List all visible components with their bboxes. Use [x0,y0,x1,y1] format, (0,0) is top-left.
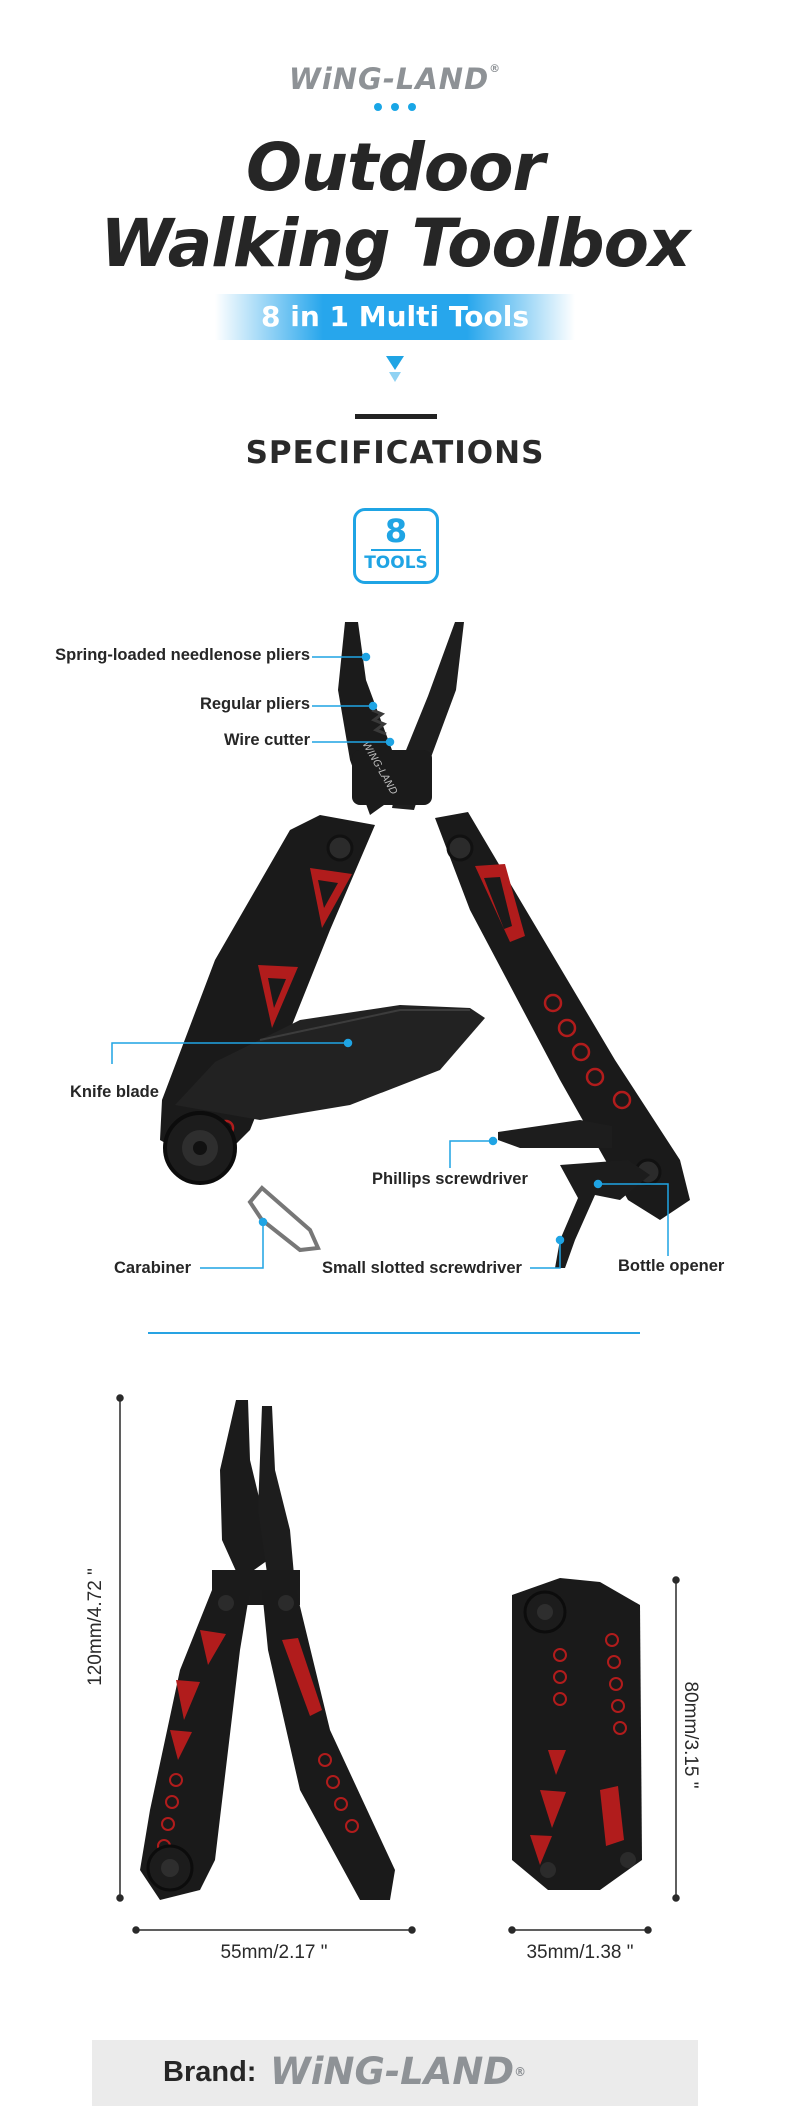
label-carabiner: Carabiner [114,1259,192,1277]
closed-tool-image [512,1578,642,1890]
open-width-label: 55mm/2.17 " [220,1942,328,1963]
label-knife-blade: Knife blade [70,1083,159,1101]
label-wire-cutter: Wire cutter [223,731,310,749]
closed-width-label: 35mm/1.38 " [526,1942,634,1963]
badge-text: TOOLS [364,553,428,573]
multi-tools-banner: 8 in 1 Multi Tools [215,294,575,340]
title-line-2: Walking Toolbox [100,205,690,282]
label-needlenose-pliers: Spring-loaded needlenose pliers [55,646,310,664]
label-bottle-opener: Bottle opener [618,1257,725,1275]
dimension-diagrams [116,1394,680,1934]
title-line-1: Outdoor [245,129,545,206]
brand-label: Brand: [163,2056,257,2088]
label-regular-pliers: Regular pliers [199,695,310,713]
section-divider-blue [148,1332,640,1334]
closed-height-label: 80mm/3.15 " [680,1681,701,1789]
badge-number: 8 [384,512,408,550]
brand-footer-bar [92,2040,698,2106]
tools-count-badge: 8 TOOLS [353,508,439,584]
brand-logo-footer: WiNG-LAND® [270,2050,526,2094]
down-arrow-icon [386,356,404,382]
specifications-heading: SPECIFICATIONS [245,435,545,471]
logo-text: WiNG-LAND [288,62,490,96]
page-title: Outdoor Walking Toolbox [0,130,790,282]
label-slotted-screwdriver: Small slotted screwdriver [322,1259,522,1277]
multitool-open-illustration: WING-LAND [111,622,690,1269]
logo-registered-mark: ® [489,62,502,75]
open-tool-image [140,1400,395,1900]
decorative-dots [0,103,790,111]
label-phillips-screwdriver: Phillips screwdriver [372,1170,528,1188]
brand-registered-mark: ® [514,2065,527,2079]
section-divider [355,414,437,419]
brand-logo-top: WiNG-LAND® [0,62,790,96]
open-height-label: 120mm/4.72 " [85,1568,106,1686]
brand-logo-text: WiNG-LAND [270,2050,515,2093]
